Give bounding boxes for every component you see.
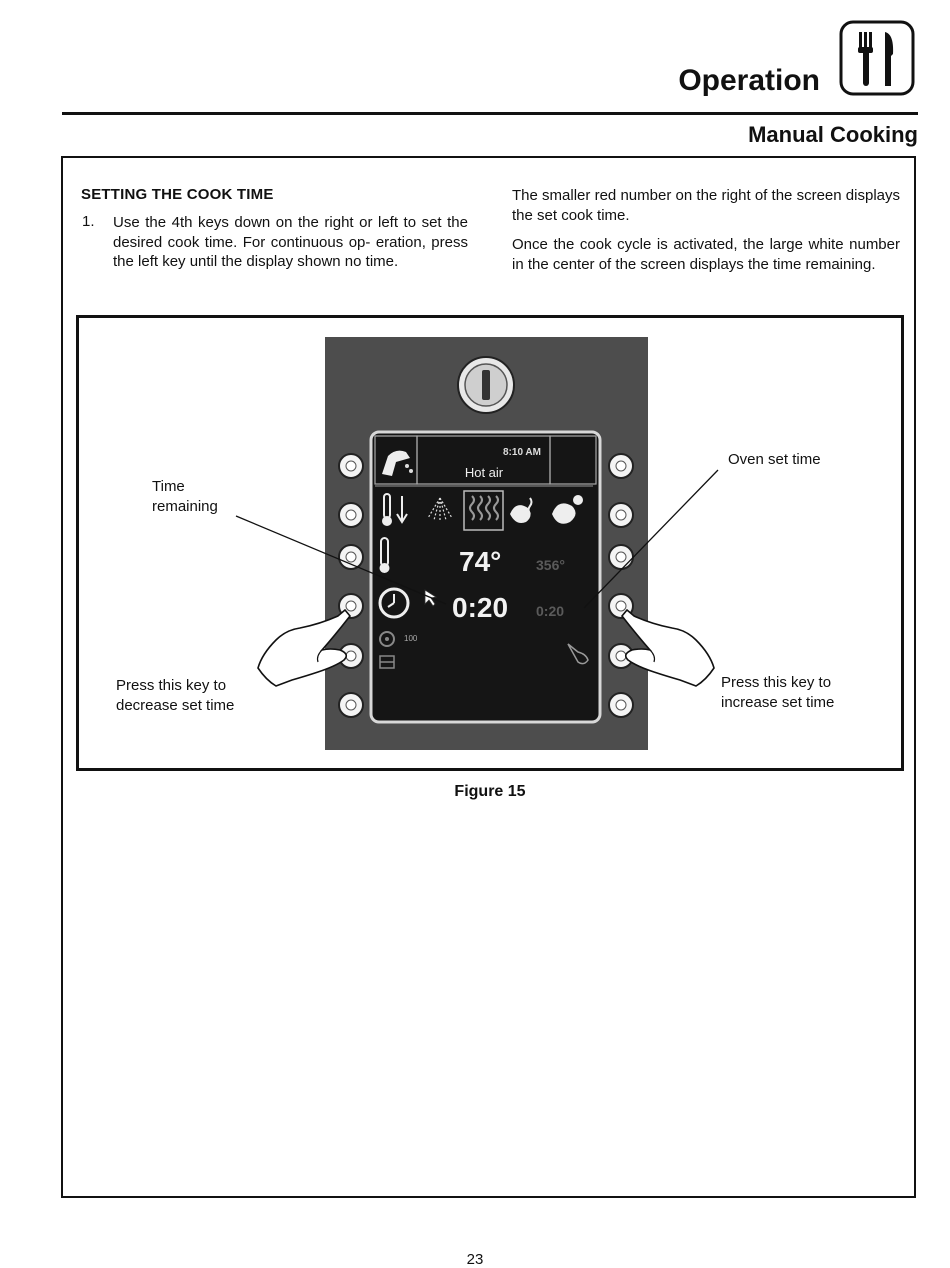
left-keys [338, 453, 364, 718]
chicken-heat-icon [510, 497, 533, 523]
right-keys [608, 453, 634, 718]
set-time-display: 0:20 [536, 603, 564, 619]
header-rule [62, 112, 918, 115]
time-remaining-leader [235, 515, 447, 605]
set-temperature: 356° [536, 557, 565, 573]
callout-increase-set-time: Press this key to increase set time [721, 674, 835, 711]
step-number: 1. [82, 213, 95, 230]
figure-frame [76, 315, 904, 771]
page-header-title: Operation [678, 64, 820, 97]
callout-oven-set-time: Oven set time [728, 451, 821, 468]
chicken-steam-icon [552, 495, 583, 524]
oven-set-time-leader [583, 469, 719, 609]
right-pointing-hand-icon [620, 608, 715, 687]
empty-box [549, 435, 597, 485]
paragraph-set-time: The smaller red number on the right of t… [512, 187, 900, 224]
current-temperature: 74° [459, 546, 501, 577]
power-button[interactable] [457, 356, 515, 414]
fan-speed-value: 100 [404, 634, 418, 643]
hot-air-icon [382, 450, 413, 476]
step-text: Use the 4th keys down on the right or le… [113, 214, 468, 270]
paragraph-time-remaining: Once the cook cycle is activated, the la… [512, 236, 900, 273]
fork-knife-icon [839, 20, 915, 96]
probe-icon [567, 643, 589, 665]
thermometer-down-icon [382, 493, 408, 526]
instruction-heading: SETTING THE COOK TIME [81, 186, 274, 203]
thermometer-icon [379, 537, 390, 573]
screen-clock: 8:10 AM [503, 447, 541, 458]
left-pointing-hand-icon [257, 608, 352, 687]
section-title: Manual Cooking [748, 122, 918, 147]
page-number: 23 [466, 1251, 484, 1268]
rack-icon [379, 655, 395, 669]
display-screen [369, 430, 602, 724]
fan-icon [379, 631, 395, 647]
screen-mode: Hot air [465, 465, 504, 480]
convection-heat-icon [463, 490, 504, 531]
content-frame [61, 156, 916, 1198]
time-remaining-display: 0:20 [452, 592, 508, 623]
callout-decrease-set-time: Press this key to decrease set time [116, 677, 235, 714]
clock-icon [378, 587, 410, 619]
figure-caption: Figure 15 [454, 783, 526, 800]
callout-time-remaining: Time remaining [152, 478, 218, 515]
